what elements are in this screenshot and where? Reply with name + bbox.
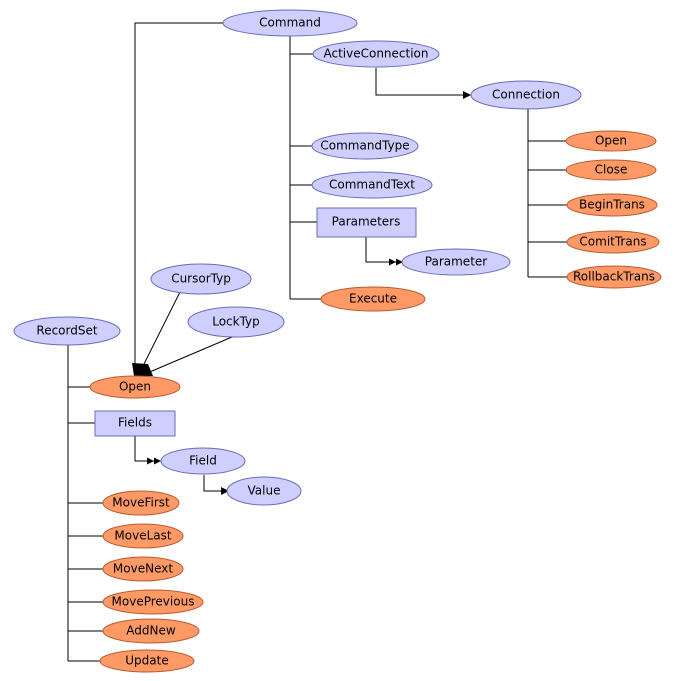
open-arrowhead	[132, 363, 153, 376]
node-cursor-typ-label: CursorTyp	[171, 272, 231, 286]
node-lock-typ-label: LockTyp	[212, 315, 260, 329]
node-command[interactable]: Command	[222, 9, 358, 37]
node-field[interactable]: Field	[160, 447, 246, 475]
node-command-label: Command	[259, 16, 321, 30]
node-parameters[interactable]: Parameters	[316, 207, 417, 238]
node-conn-close[interactable]: Close	[565, 159, 657, 181]
node-move-next[interactable]: MoveNext	[102, 556, 184, 582]
node-rs-open-label: Open	[119, 380, 151, 394]
node-conn-comit-trans[interactable]: ComitTrans	[566, 230, 660, 254]
connector-parameters-parameter	[365, 237, 403, 266]
node-value[interactable]: Value	[226, 476, 302, 506]
node-execute[interactable]: Execute	[320, 286, 426, 312]
node-conn-begin-trans[interactable]: BeginTrans	[566, 193, 658, 217]
connector-activeconnection-connection	[375, 68, 471, 99]
node-command-text[interactable]: CommandText	[311, 171, 433, 199]
node-parameter[interactable]: Parameter	[401, 248, 511, 276]
node-conn-open-label: Open	[595, 134, 627, 148]
node-value-label: Value	[248, 484, 281, 498]
node-rs-open[interactable]: Open	[89, 375, 181, 399]
node-parameters-label: Parameters	[332, 215, 401, 229]
nodes: Command ActiveConnection Connection Open…	[13, 9, 662, 673]
node-add-new-label: AddNew	[126, 624, 176, 638]
node-move-last[interactable]: MoveLast	[102, 523, 184, 549]
node-move-next-label: MoveNext	[113, 562, 173, 576]
node-cursor-typ[interactable]: CursorTyp	[150, 263, 252, 295]
node-active-connection-label: ActiveConnection	[323, 47, 428, 61]
connector-locktyp-open	[144, 336, 233, 375]
node-conn-open[interactable]: Open	[565, 130, 657, 152]
node-lock-typ[interactable]: LockTyp	[187, 306, 285, 338]
node-conn-comit-trans-label: ComitTrans	[579, 235, 646, 249]
node-field-label: Field	[189, 454, 217, 468]
node-conn-begin-trans-label: BeginTrans	[579, 198, 645, 212]
node-update-label: Update	[125, 654, 168, 668]
node-connection-label: Connection	[492, 88, 560, 102]
node-execute-label: Execute	[349, 292, 397, 306]
node-move-first-label: MoveFirst	[112, 496, 170, 510]
node-active-connection[interactable]: ActiveConnection	[312, 40, 440, 68]
node-parameter-label: Parameter	[425, 255, 487, 269]
node-conn-close-label: Close	[595, 163, 628, 177]
node-move-last-label: MoveLast	[114, 529, 171, 543]
node-move-first[interactable]: MoveFirst	[102, 490, 180, 516]
connector-cursortyp-open	[140, 291, 181, 371]
connector-command-to-open	[134, 22, 223, 372]
node-add-new[interactable]: AddNew	[102, 618, 200, 644]
node-connection[interactable]: Connection	[470, 80, 582, 110]
connector-fields-field	[134, 436, 161, 465]
connector-field-value	[203, 475, 229, 495]
node-move-previous-label: MovePrevious	[112, 595, 195, 609]
node-move-previous[interactable]: MovePrevious	[102, 589, 204, 615]
node-command-type[interactable]: CommandType	[311, 132, 419, 160]
connectors	[67, 22, 567, 662]
node-conn-rollback-trans[interactable]: RollbackTrans	[566, 265, 662, 289]
node-command-type-label: CommandType	[320, 139, 409, 153]
node-fields-label: Fields	[118, 416, 152, 430]
node-update[interactable]: Update	[99, 649, 195, 673]
node-command-text-label: CommandText	[329, 178, 415, 192]
node-conn-rollback-trans-label: RollbackTrans	[573, 270, 655, 284]
node-recordset[interactable]: RecordSet	[13, 316, 121, 346]
node-fields[interactable]: Fields	[94, 410, 176, 437]
node-recordset-label: RecordSet	[36, 324, 97, 338]
